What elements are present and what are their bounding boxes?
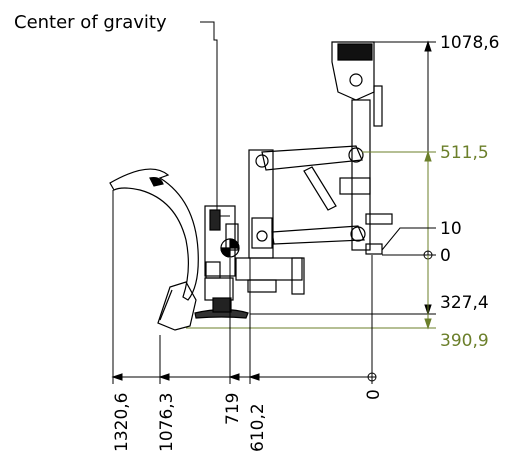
- mount-block-dark: [209, 209, 221, 231]
- center-of-gravity-callout: Center of gravity: [14, 12, 230, 217]
- skid-inner-line: [159, 289, 173, 321]
- dim-label-d5: 0: [364, 389, 384, 400]
- arrow-d4: [248, 373, 260, 381]
- mast-bracket-mid: [339, 177, 371, 195]
- mast-foot: [365, 243, 383, 255]
- mount-clamp: [225, 223, 239, 251]
- mast-side-rail: [373, 85, 383, 127]
- arrow-green-lower: [424, 318, 432, 330]
- center-of-gravity-label: Center of gravity: [14, 12, 167, 33]
- arrow-d2: [158, 373, 170, 381]
- horizontal-dimensions: [111, 190, 377, 384]
- dim-label-d1: 1320,6: [112, 393, 132, 452]
- main-frame-post: [248, 149, 274, 259]
- top-head-cap: [337, 43, 373, 61]
- mount-base: [204, 277, 234, 301]
- diagonal-strut: [303, 166, 337, 211]
- arrow-green-upper: [424, 150, 432, 162]
- blade-tip: [149, 177, 164, 187]
- mast-post: [351, 99, 371, 251]
- dim-label-green-lower: 390,9: [440, 331, 489, 351]
- dim-label-green-upper: 511,5: [440, 143, 489, 163]
- dim-label-d2: 1076,3: [157, 393, 177, 452]
- mast-bracket-lower: [365, 213, 393, 225]
- lower-link-pin: [350, 226, 366, 242]
- dim-label-small: 10: [440, 219, 462, 239]
- dim-label-d4: 610,2: [248, 403, 268, 452]
- top-head-pin: [349, 73, 363, 87]
- lower-link-arm: [271, 225, 365, 245]
- arrow-top: [424, 40, 432, 52]
- carrier-bracket: [247, 279, 277, 293]
- frame-bottom-pin: [256, 230, 268, 242]
- frame-top-pin: [255, 154, 269, 168]
- upper-link-pin: [348, 147, 364, 163]
- cog-marker-q1: [229, 238, 240, 249]
- vertical-dimension-labels: 1078,6 511,5 10 0 327,4 390,9: [440, 33, 499, 351]
- dim-label-d3: 719: [223, 393, 243, 425]
- dim-label-zero: 0: [440, 246, 451, 266]
- cog-marker-q3: [220, 247, 231, 258]
- carrier-end-plate: [291, 257, 305, 295]
- frame-lower-block: [251, 217, 273, 249]
- dim-label-lower: 327,4: [440, 293, 489, 313]
- arrow-d3: [228, 373, 240, 381]
- upper-link-arm: [261, 145, 363, 171]
- callout-leader-line: [200, 21, 230, 217]
- skid-shoe: [157, 281, 197, 331]
- blade: [109, 168, 199, 301]
- machine-outline: [109, 41, 393, 331]
- horizontal-dimension-labels: 1320,6 1076,3 719 610,2 0: [112, 389, 384, 452]
- arrow-d1: [111, 373, 123, 381]
- ext-line-small: [381, 227, 436, 251]
- mount-foot: [212, 297, 232, 313]
- vertical-dimensions: [186, 40, 436, 330]
- dim-label-top: 1078,6: [440, 33, 499, 53]
